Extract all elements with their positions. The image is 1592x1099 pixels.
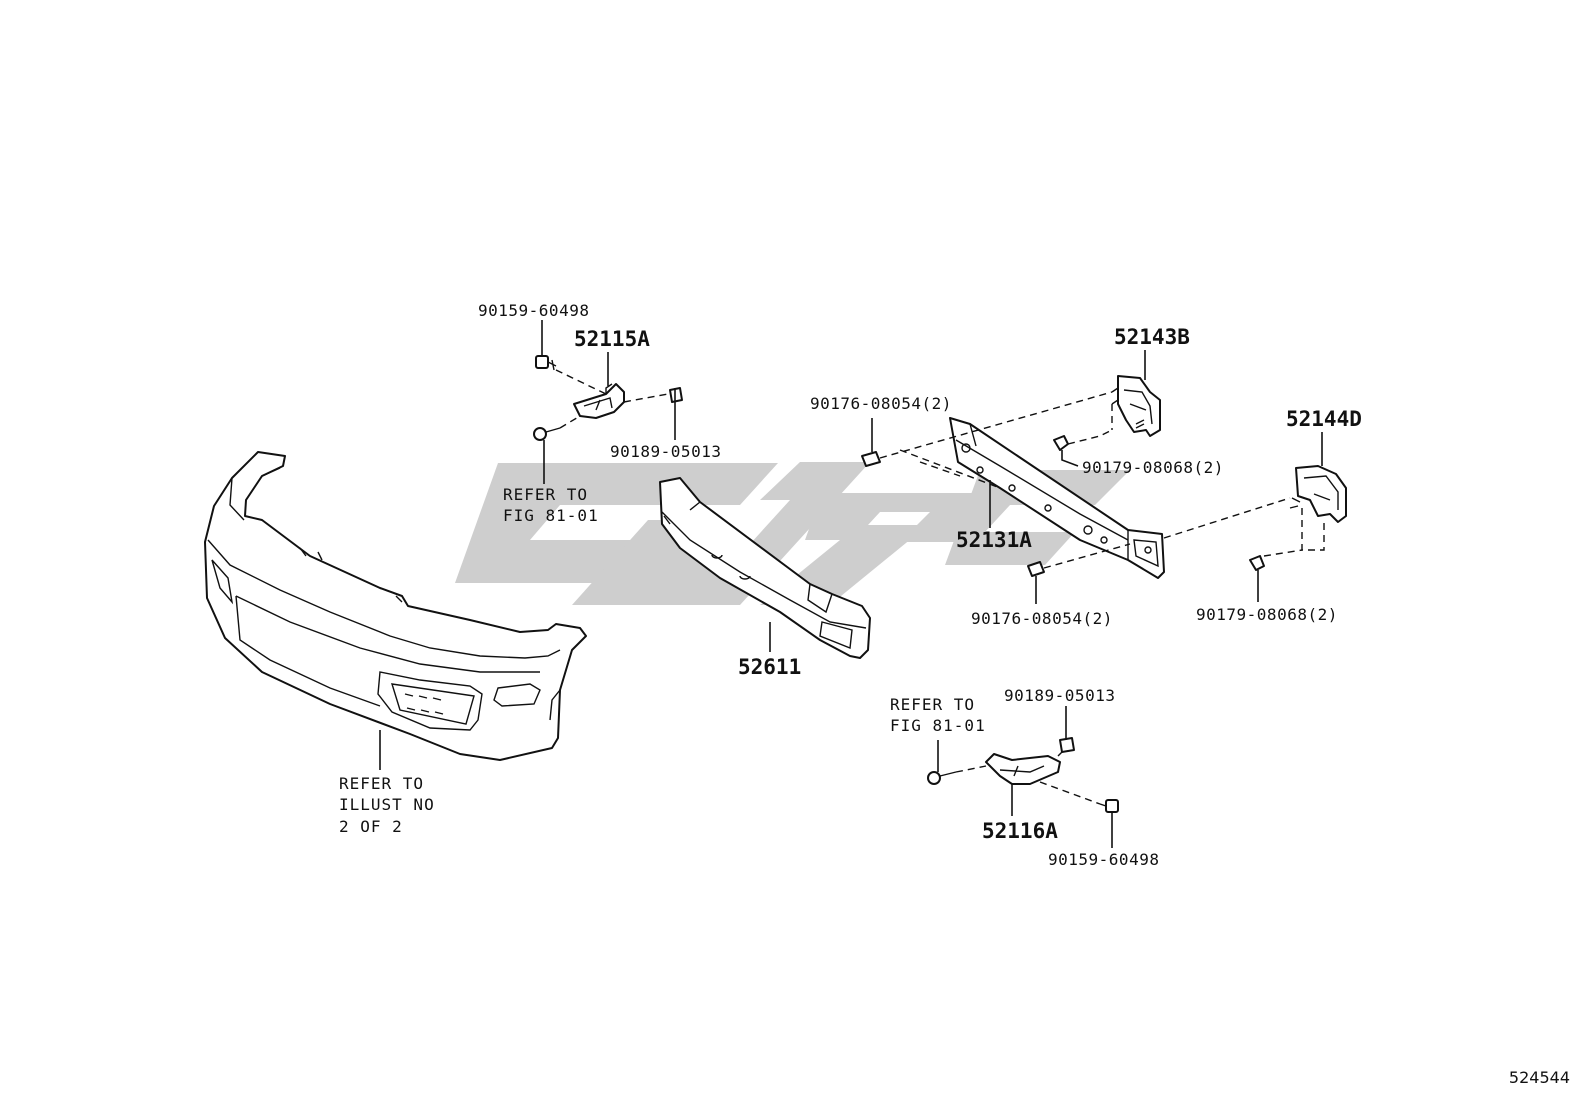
label-90159-60498-top: 90159-60498 xyxy=(478,301,589,320)
label-refer-illust-line1: REFER TO xyxy=(339,774,424,793)
energy-absorber xyxy=(659,477,871,659)
label-90179-08068-top: 90179-08068(2) xyxy=(1082,458,1224,477)
label-52144d: 52144D xyxy=(1286,407,1362,431)
bolt-90159-low xyxy=(1099,799,1119,813)
screw-refer-top xyxy=(533,427,561,441)
illustration-id: 524544 xyxy=(1508,1068,1570,1087)
label-52611: 52611 xyxy=(738,655,801,679)
label-90189-05013-low: 90189-05013 xyxy=(1004,686,1115,705)
nut-90179-bottom xyxy=(1249,555,1265,571)
label-refer-illust-line2: ILLUST NO xyxy=(339,795,435,814)
assembly-lines xyxy=(555,369,1325,805)
nut-90179-top xyxy=(1053,435,1069,451)
clip-90189-top xyxy=(669,387,683,403)
clip-90176-bottom xyxy=(1027,561,1045,577)
label-52116a: 52116A xyxy=(982,819,1058,843)
label-90176-08054-top: 90176-08054(2) xyxy=(810,394,952,413)
label-52131a: 52131A xyxy=(956,528,1032,552)
label-52115a: 52115A xyxy=(574,327,650,351)
label-refer-illust-line3: 2 OF 2 xyxy=(339,817,403,836)
watermark-logo xyxy=(455,462,1130,605)
label-90189-05013-top: 90189-05013 xyxy=(610,442,721,461)
label-90179-08068-bottom: 90179-08068(2) xyxy=(1196,605,1338,624)
bracket-52116a xyxy=(985,753,1061,785)
bumper-cover xyxy=(204,451,587,761)
retainer-52143b xyxy=(1111,375,1161,437)
label-90176-08054-bottom: 90176-08054(2) xyxy=(971,609,1113,628)
label-refer-fig-low-line1: REFER TO xyxy=(890,695,975,714)
label-52143b: 52143B xyxy=(1114,325,1190,349)
label-refer-fig-low-line2: FIG 81-01 xyxy=(890,716,986,735)
leader-lines xyxy=(379,320,1323,848)
bumper-reinforcement xyxy=(949,417,1165,579)
label-refer-fig-top-line1: REFER TO xyxy=(503,485,588,504)
retainer-52144d xyxy=(1289,465,1347,523)
bolt-90159-top xyxy=(535,355,557,371)
label-90159-60498-low: 90159-60498 xyxy=(1048,850,1159,869)
screw-refer-low xyxy=(927,771,957,785)
bracket-52115a xyxy=(573,383,625,419)
label-refer-fig-top-line2: FIG 81-01 xyxy=(503,506,599,525)
clip-90176-top xyxy=(861,451,881,467)
clip-90189-low xyxy=(1059,737,1075,753)
